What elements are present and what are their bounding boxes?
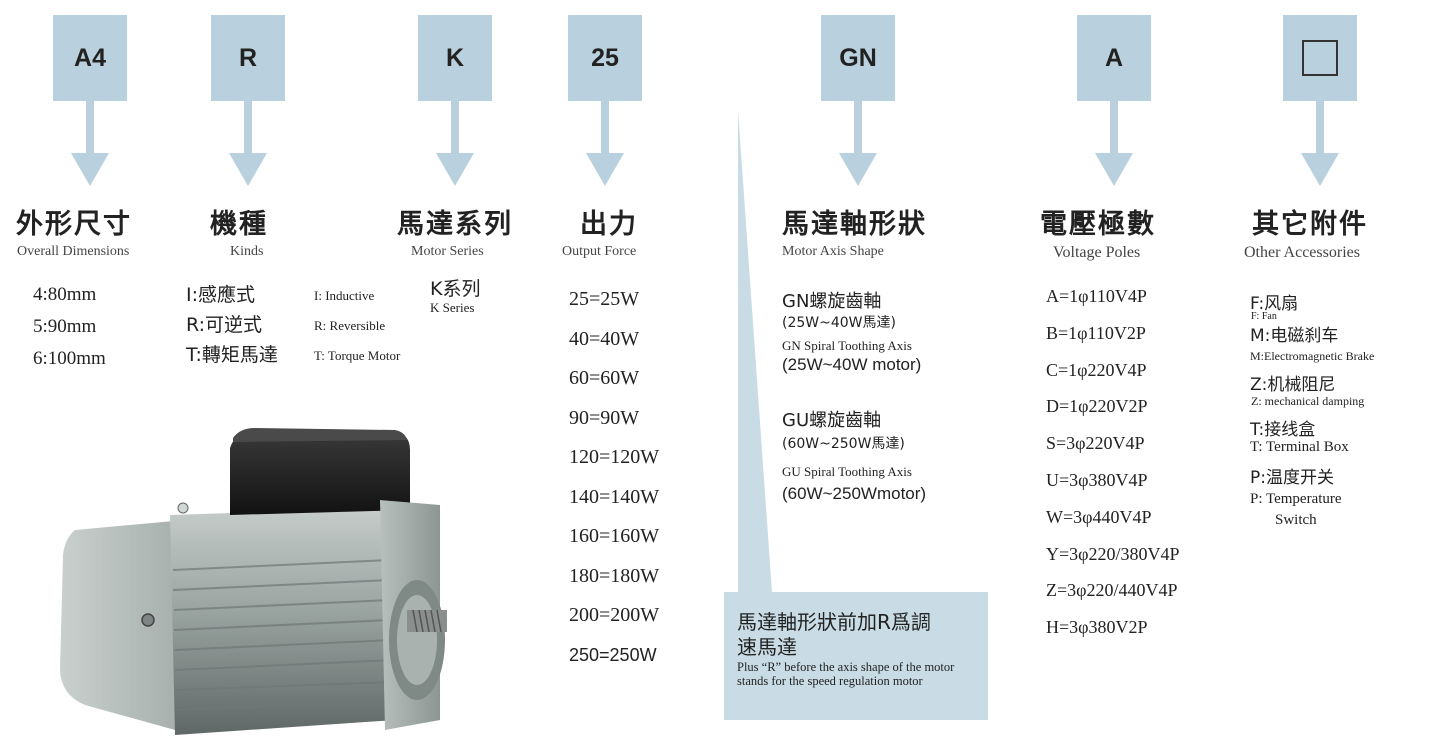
accessory-brake-zh: M:电磁刹车: [1250, 326, 1339, 346]
section-subtitle-accessories: Other Accessories: [1244, 244, 1360, 261]
list-item: C=1φ220V4P: [1046, 359, 1147, 380]
list-item: 60=60W: [569, 367, 640, 389]
list-item: T: Torque Motor: [314, 348, 401, 363]
down-arrow-icon: [229, 101, 267, 186]
section-subtitle-kinds: Kinds: [230, 244, 264, 259]
list-item: B=1φ110V2P: [1046, 322, 1146, 343]
list-item: 90=90W: [569, 406, 640, 429]
list-item: 200=200W: [569, 604, 660, 626]
accessory-fan-en: F: Fan: [1251, 311, 1277, 322]
section-subtitle-output: Output Force: [562, 244, 637, 259]
accessory-fan-zh: F:风扇: [1250, 294, 1299, 314]
list-item: 4:80mm: [33, 284, 97, 305]
section-title-voltage: 電壓極數: [1040, 209, 1156, 240]
output-list: 25=25W 40=40W 60=60W 90=90W 120=120W 140…: [569, 283, 659, 678]
note-text-en: Plus “R” before the axis shape of the mo…: [737, 660, 955, 688]
list-item: Z=3φ220/440V4P: [1046, 580, 1178, 601]
section-subtitle-axis-shape: Motor Axis Shape: [782, 244, 884, 259]
list-item: H=3φ380V2P: [1046, 617, 1148, 638]
list-item: 25=25W: [569, 288, 640, 310]
list-item: I: Inductive: [314, 288, 375, 303]
list-item: 120=120W: [569, 446, 660, 468]
down-arrow-icon: [71, 101, 109, 186]
series-value-zh: K系列: [430, 278, 481, 300]
down-arrow-icon: [586, 101, 624, 186]
section-title-kinds: 機種: [210, 209, 268, 240]
axis-gn-range-en: (25W~40W motor): [782, 355, 922, 374]
kinds-en-list: I: Inductive R: Reversible T: Torque Mot…: [314, 281, 400, 371]
voltage-list: A=1φ110V4P B=1φ110V2P C=1φ220V4P D=1φ220…: [1046, 281, 1180, 649]
code-box-axis-shape: GN: [821, 15, 895, 101]
list-item: 140=140W: [569, 485, 660, 508]
code-box-accessories: [1283, 15, 1357, 101]
list-item: 160=160W: [569, 525, 660, 547]
series-value-en: K Series: [430, 300, 475, 315]
list-item: 5:90mm: [33, 316, 97, 337]
section-title-axis-shape: 馬達軸形狀: [782, 209, 927, 240]
down-arrow-icon: [436, 101, 474, 186]
section-title-dimensions: 外形尺寸: [16, 209, 132, 240]
down-arrow-icon: [1095, 101, 1133, 186]
list-item: R:可逆式: [186, 314, 263, 336]
axis-gn-en: GN Spiral Toothing Axis: [782, 338, 912, 353]
code-label: GN: [839, 43, 877, 72]
note-callout-shape: [724, 110, 988, 720]
axis-gn-range-zh: (25W~40W馬達): [782, 315, 896, 331]
section-title-series: 馬達系列: [397, 209, 513, 240]
axis-gu-en: GU Spiral Toothing Axis: [782, 464, 912, 479]
accessory-box-zh: T:接线盒: [1250, 420, 1316, 440]
code-box-series: K: [418, 15, 492, 101]
accessory-brake-en: M:Electromagnetic Brake: [1250, 349, 1375, 363]
list-item: 40=40W: [569, 327, 640, 350]
section-subtitle-dimensions: Overall Dimensions: [17, 244, 130, 259]
list-item: W=3φ440V4P: [1046, 506, 1152, 527]
empty-square-icon: [1302, 40, 1338, 76]
note-text-zh: 馬達軸形狀前加R爲調 速馬達: [737, 610, 992, 660]
axis-gu-range-en: (60W~250Wmotor): [782, 484, 927, 503]
list-item: T:轉矩馬達: [186, 344, 278, 366]
list-item: 250=250W: [569, 644, 657, 665]
code-label: 25: [591, 43, 619, 72]
kinds-list: I:感應式 R:可逆式 T:轉矩馬達: [186, 280, 278, 370]
accessory-box-en: T: Terminal Box: [1250, 439, 1349, 455]
accessory-damping-en: Z: mechanical damping: [1251, 394, 1365, 408]
section-subtitle-series: Motor Series: [411, 244, 484, 259]
list-item: U=3φ380V4P: [1046, 469, 1148, 490]
note-line-1: 馬達軸形狀前加R爲調: [737, 610, 931, 634]
accessory-damping-zh: Z:机械阻尼: [1250, 375, 1336, 395]
list-item: A=1φ110V4P: [1046, 286, 1147, 306]
code-box-dimensions: A4: [53, 15, 127, 101]
down-arrow-icon: [839, 101, 877, 186]
code-label: A4: [74, 43, 106, 72]
note-line-2: 速馬達: [737, 635, 797, 659]
list-item: D=1φ220V2P: [1046, 396, 1148, 417]
section-title-accessories: 其它附件: [1252, 209, 1368, 240]
down-arrow-icon: [1301, 101, 1339, 186]
accessory-temp-en-1: P: Temperature: [1250, 491, 1342, 507]
list-item: I:感應式: [186, 284, 256, 306]
dimensions-list: 4:80mm 5:90mm 6:100mm: [33, 279, 106, 375]
list-item: 180=180W: [569, 564, 660, 587]
motor-image: [60, 428, 447, 735]
code-label: K: [445, 43, 465, 72]
code-box-output: 25: [568, 15, 642, 101]
axis-gu-zh: GU螺旋齒軸: [782, 410, 882, 431]
section-title-output: 出力: [580, 209, 638, 240]
axis-gn-zh: GN螺旋齒軸: [782, 291, 882, 312]
code-label: A: [1104, 43, 1124, 72]
list-item: R: Reversible: [314, 318, 386, 333]
code-label: R: [238, 43, 258, 72]
list-item: 6:100mm: [33, 348, 106, 369]
axis-gu-range-zh: (60W~250W馬達): [782, 436, 905, 452]
code-box-kinds: R: [211, 15, 285, 101]
accessory-temp-zh: P:温度开关: [1250, 468, 1334, 488]
accessory-temp-en-2: Switch: [1275, 512, 1317, 528]
code-box-voltage: A: [1077, 15, 1151, 101]
list-item: S=3φ220V4P: [1046, 433, 1145, 454]
list-item: Y=3φ220/380V4P: [1046, 543, 1180, 564]
section-subtitle-voltage: Voltage Poles: [1053, 244, 1141, 261]
